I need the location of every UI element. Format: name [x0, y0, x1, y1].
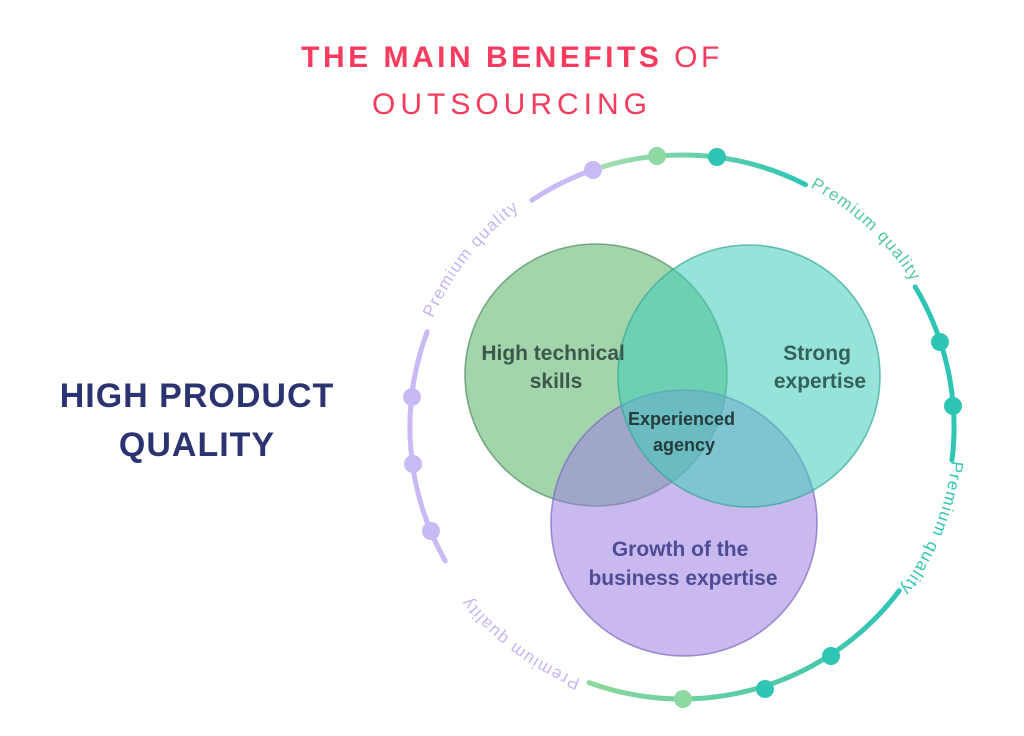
benefit-heading-line-1: HIGH PRODUCT — [59, 377, 335, 415]
ring-dot — [403, 388, 421, 406]
ring-dot — [944, 397, 962, 415]
ring-dot — [674, 690, 692, 708]
ring-dot — [422, 522, 440, 540]
benefit-heading-line-2: QUALITY — [118, 426, 276, 464]
label-growth-business-expertise: Growth of the business expertise — [588, 538, 777, 590]
ring-dot — [822, 647, 840, 665]
ring-dot — [648, 147, 666, 165]
ring-dot — [931, 333, 949, 351]
venn-circles — [464, 243, 881, 657]
ring-dot — [756, 680, 774, 698]
benefit-heading: HIGH PRODUCT QUALITY — [18, 372, 376, 470]
page-title: THE MAIN BENEFITS OF OUTSOURCING — [0, 34, 1024, 128]
ring-arc-right — [912, 284, 957, 463]
ring-label-bottom-left: Premium quality — [457, 593, 582, 693]
ring-label-right: Premium quality — [896, 460, 967, 599]
ring-arc-top — [590, 152, 808, 188]
label-experienced-agency: Experienced agency — [628, 409, 740, 455]
label-high-technical-skills: High technical skills — [481, 342, 630, 393]
ring-dot — [708, 148, 726, 166]
label-strong-expertise: Strong expertise — [774, 342, 866, 393]
circle-strong-expertise — [617, 244, 881, 508]
venn-labels: High technical skills Strong expertise G… — [481, 342, 866, 590]
title-line-2: OUTSOURCING — [372, 88, 652, 121]
ring-label-top-right: Premium quality — [808, 174, 925, 285]
title-main-text: THE MAIN BENEFITS — [301, 41, 663, 74]
ring-dot — [404, 455, 422, 473]
title-line-1: THE MAIN BENEFITS OF — [0, 34, 1024, 81]
ring-dot — [584, 161, 602, 179]
ring-arc-top-left — [529, 167, 596, 203]
title-of-text: OF — [674, 41, 723, 74]
